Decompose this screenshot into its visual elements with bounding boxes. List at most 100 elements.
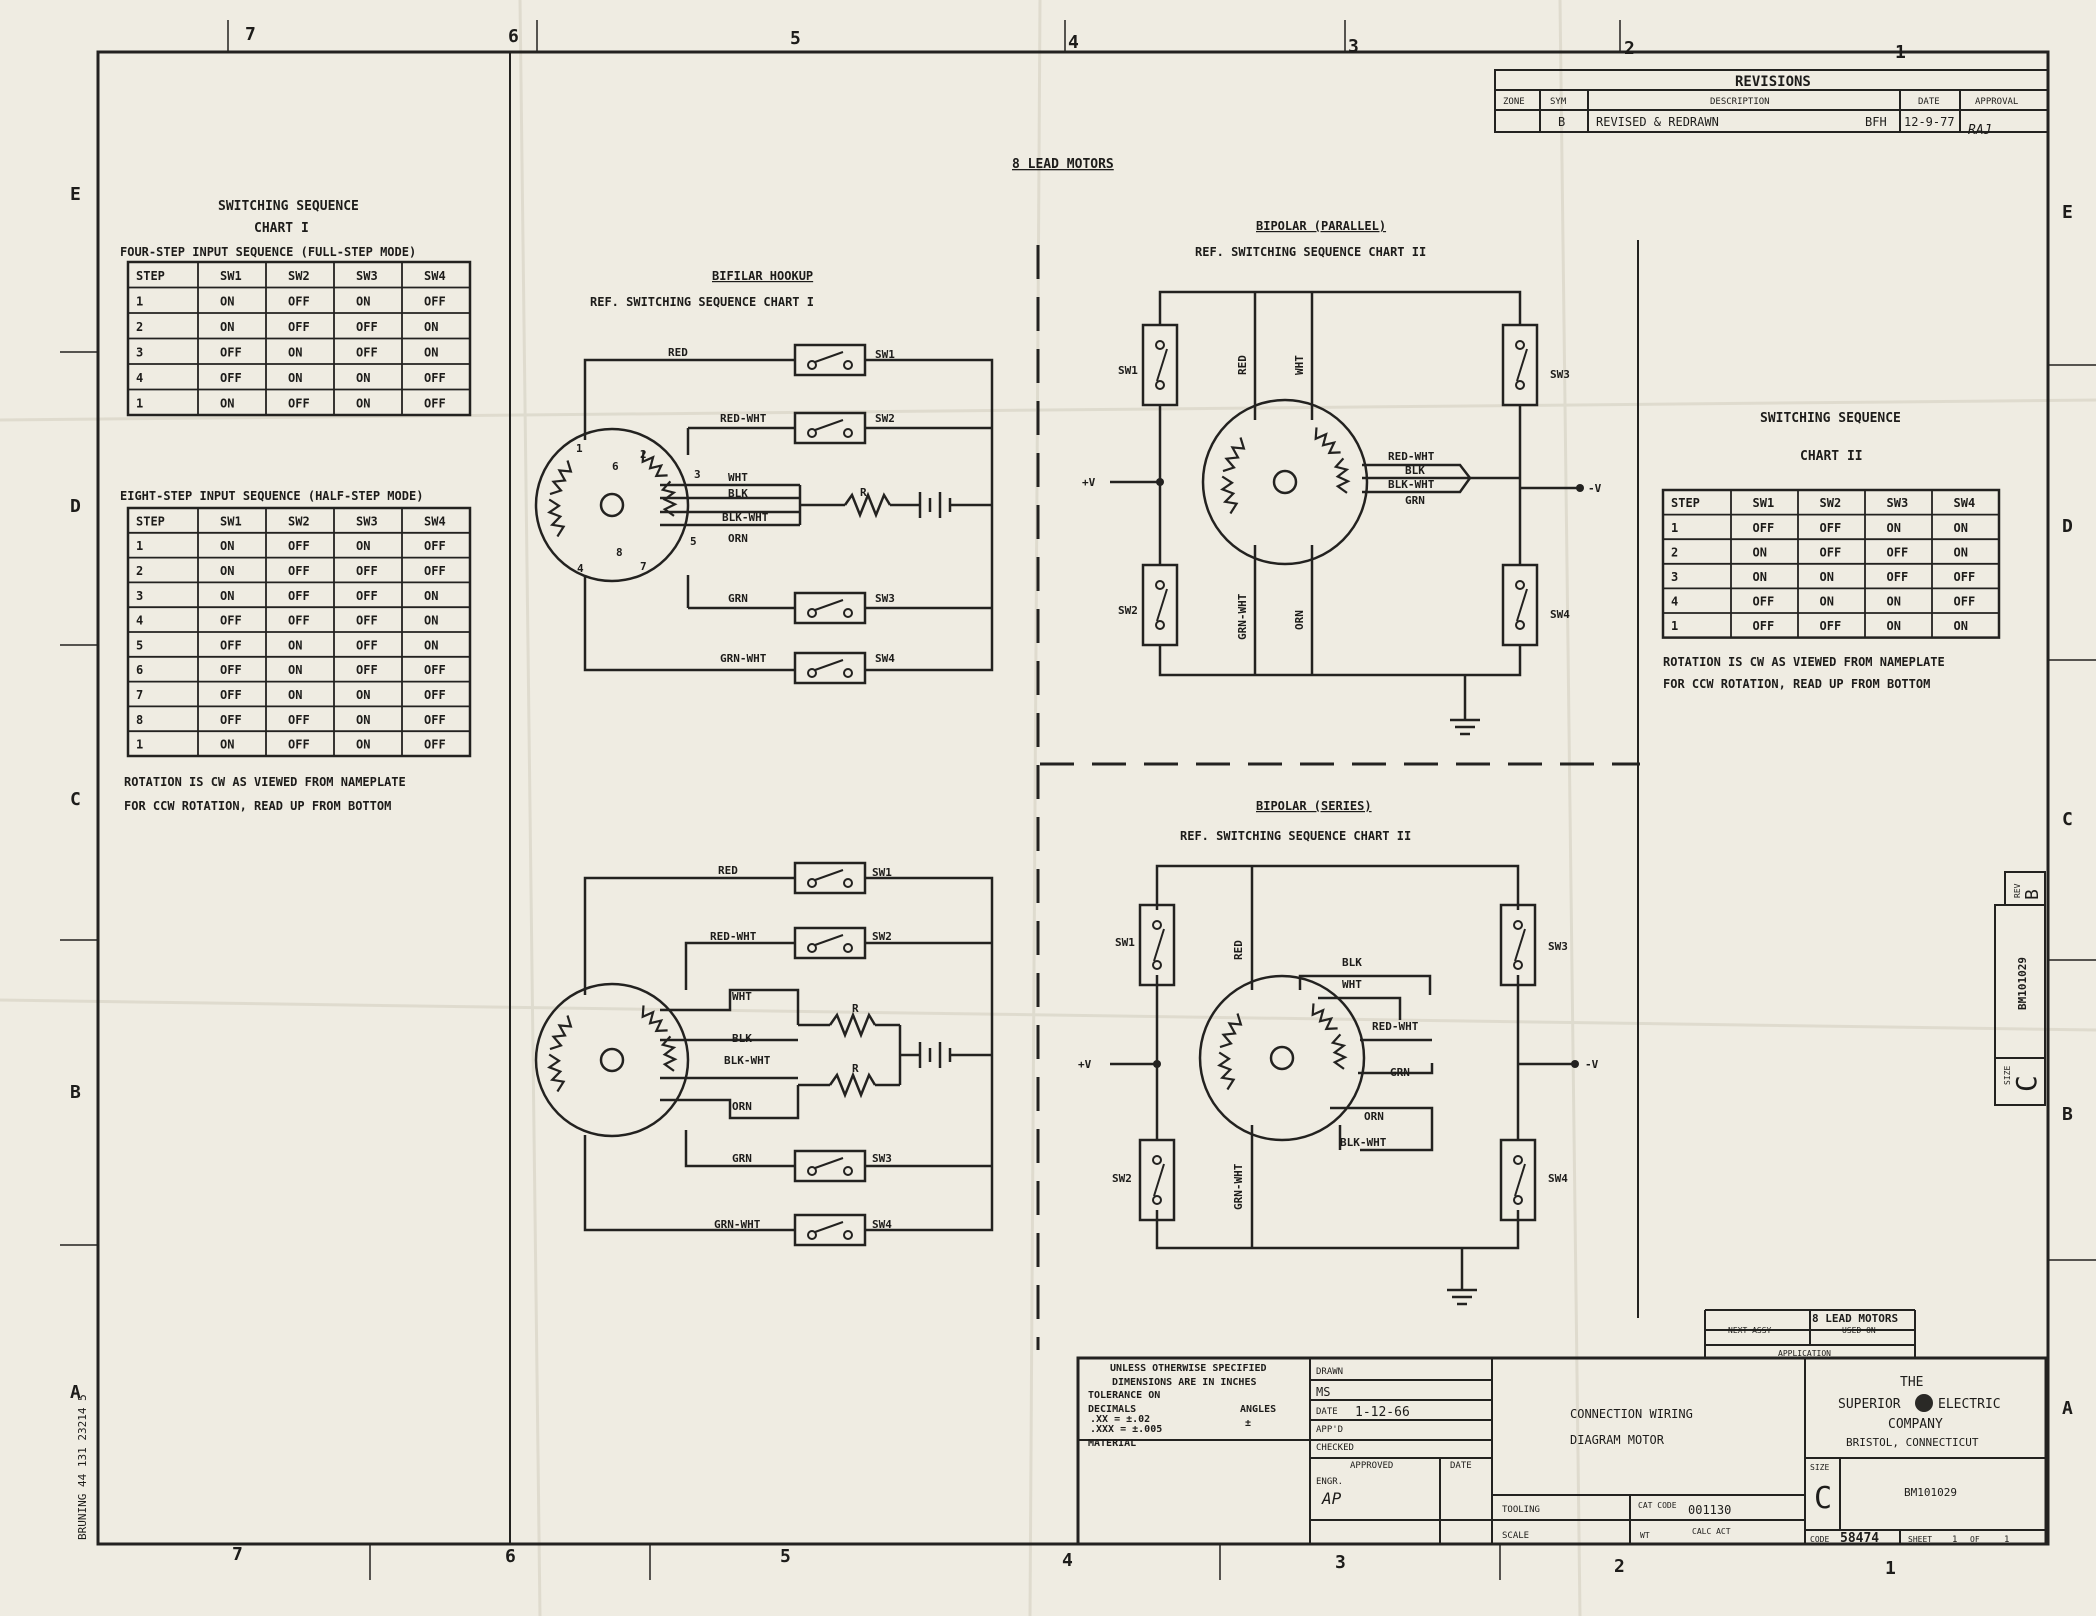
- wire-label: GRN-WHT: [1236, 593, 1249, 640]
- table-cell: ON: [424, 589, 438, 603]
- title-block: UNLESS OTHERWISE SPECIFIED DIMENSIONS AR…: [1076, 1309, 2048, 1546]
- table-cell: ON: [1820, 595, 1834, 609]
- tb-size-label: SIZE: [1810, 1463, 1829, 1472]
- terminal-label: 7: [640, 560, 647, 573]
- table-cell: OFF: [424, 663, 446, 677]
- chart1-four-step-caption: FOUR-STEP INPUT SEQUENCE (FULL-STEP MODE…: [120, 245, 416, 259]
- wire-label: WHT: [732, 990, 752, 1003]
- switch: [793, 651, 867, 685]
- table-cell: OFF: [356, 614, 378, 628]
- switch: [1138, 1138, 1176, 1222]
- wire-label: ORN: [1364, 1110, 1384, 1123]
- company-line: THE: [1900, 1375, 1923, 1390]
- switch: [1501, 323, 1539, 407]
- row-label: C: [2062, 809, 2073, 830]
- wire-label: BLK-WHT: [724, 1054, 771, 1067]
- wire-label: RED: [1232, 940, 1245, 960]
- wire-label: GRN: [732, 1152, 752, 1165]
- table-cell: OFF: [1954, 570, 1976, 584]
- table-cell: 4: [1671, 595, 1678, 609]
- table-cell: 8: [136, 713, 143, 727]
- table-header-cell: SW1: [220, 514, 242, 528]
- table-cell: OFF: [424, 738, 446, 752]
- winding-coil: [660, 1035, 678, 1072]
- col-label: 1: [1895, 42, 1906, 63]
- tb-cat-code-label: CAT CODE: [1638, 1501, 1677, 1510]
- terminal-label: 8: [616, 546, 623, 559]
- switch: [793, 411, 867, 445]
- wire-label: BLK-WHT: [722, 511, 769, 524]
- wire-label: GRN-WHT: [720, 652, 767, 665]
- tb-calc-act: CALC ACT: [1692, 1527, 1731, 1536]
- switch: [793, 343, 867, 377]
- tb-tooling: TOOLING: [1502, 1505, 1540, 1515]
- switch-label: SW1: [1115, 936, 1135, 949]
- wire-label: RED-WHT: [1388, 450, 1435, 463]
- wire-label: RED-WHT: [1372, 1020, 1419, 1033]
- wire-label: GRN: [1390, 1066, 1410, 1079]
- table-cell: ON: [220, 320, 234, 334]
- table-cell: OFF: [288, 564, 310, 578]
- table-cell: OFF: [1887, 570, 1909, 584]
- switch-label: SW1: [1118, 364, 1138, 377]
- col-label: 4: [1062, 1550, 1073, 1571]
- terminal-label: 1: [576, 442, 583, 455]
- table-cell: ON: [220, 539, 234, 553]
- table-cell: OFF: [356, 589, 378, 603]
- tb-decimals: DECIMALS: [1088, 1404, 1136, 1415]
- rev-header: APPROVAL: [1975, 97, 2018, 107]
- table-cell: OFF: [1820, 521, 1842, 535]
- tb-approved-label: APPROVED: [1350, 1461, 1393, 1471]
- table-cell: ON: [424, 638, 438, 652]
- rev-header: SYM: [1550, 97, 1567, 107]
- terminal-label: 5: [690, 535, 697, 548]
- tb-appd-label: APP'D: [1316, 1425, 1343, 1435]
- table-cell: ON: [356, 539, 370, 553]
- winding-coil: [1330, 1033, 1348, 1070]
- col-label: 2: [1614, 1556, 1625, 1577]
- col-label: 4: [1068, 32, 1079, 53]
- tb-cat-code: 001130: [1688, 1503, 1731, 1517]
- table-cell: OFF: [1753, 595, 1775, 609]
- table-cell: ON: [220, 396, 234, 410]
- table-cell: OFF: [220, 713, 242, 727]
- tb-size: C: [1814, 1481, 1832, 1516]
- table-cell: OFF: [356, 564, 378, 578]
- wire-label: ORN: [1293, 610, 1306, 630]
- table-cell: ON: [220, 738, 234, 752]
- table-cell: OFF: [288, 294, 310, 308]
- side-size: C: [2010, 1075, 2043, 1092]
- table-cell: 3: [136, 589, 143, 603]
- switch: [1141, 323, 1179, 407]
- winding-coil: [660, 480, 678, 517]
- wire-label: BLK: [1405, 464, 1425, 477]
- switch: [793, 1149, 867, 1183]
- chart1-subtitle: CHART I: [254, 221, 309, 236]
- voltage-label: -V: [1588, 482, 1602, 495]
- winding-coil: [1219, 1013, 1243, 1049]
- chart2-title: SWITCHING SEQUENCE: [1760, 411, 1901, 426]
- col-label: 3: [1335, 1552, 1346, 1573]
- rev-description: REVISED & REDRAWN: [1596, 115, 1719, 129]
- table-cell: 3: [1671, 570, 1678, 584]
- row-label: E: [70, 184, 81, 205]
- section-dividers: [1036, 245, 1640, 1350]
- table-cell: OFF: [288, 320, 310, 334]
- voltage-label: +V: [1082, 476, 1096, 489]
- table-cell: 2: [136, 320, 143, 334]
- resistor-label: R: [852, 1002, 859, 1015]
- bifilar-title: BIFILAR HOOKUP: [712, 269, 813, 283]
- table-cell: OFF: [424, 539, 446, 553]
- table-cell: ON: [288, 371, 302, 385]
- wire-label: RED-WHT: [720, 412, 767, 425]
- voltage-label: +V: [1078, 1058, 1092, 1071]
- wire-label: GRN: [1405, 494, 1425, 507]
- table-header-cell: SW2: [1820, 496, 1842, 510]
- tb-date: 1-12-66: [1355, 1405, 1410, 1420]
- tb-checked-label: CHECKED: [1316, 1443, 1354, 1453]
- table-cell: OFF: [288, 396, 310, 410]
- table-header-cell: SW4: [424, 269, 446, 283]
- rev-approval: RAJ: [1968, 123, 1991, 138]
- col-label: 3: [1348, 36, 1359, 57]
